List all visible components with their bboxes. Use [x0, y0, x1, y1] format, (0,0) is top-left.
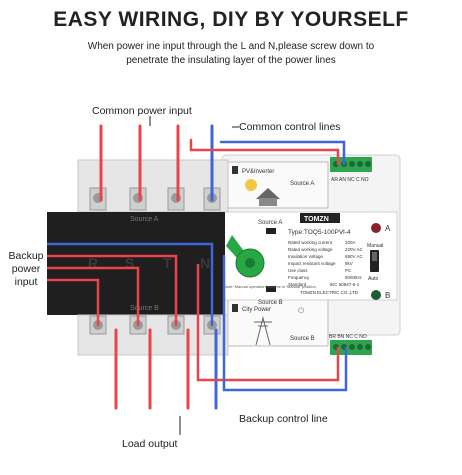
brand-name: TOMZN: [304, 216, 329, 223]
switch-source-b-label: Source B: [258, 300, 283, 306]
backup-control-neutral: [222, 254, 348, 392]
backup-live-wire-2: [46, 266, 140, 327]
indicator-a-label: A: [385, 224, 391, 233]
spec-label: Rated working current: [288, 240, 333, 245]
terminal-a-labels: AR AN NC C NO: [331, 177, 369, 183]
spec-label: Rated working voltage: [288, 247, 333, 252]
mode-toggle-knob[interactable]: [372, 252, 377, 261]
common-control-wires: [189, 138, 346, 166]
load-output-wires: [114, 328, 218, 410]
pv-panel-marker: [232, 166, 238, 174]
spec-value: 220V AC: [345, 247, 364, 252]
spec-value: 50/60Hz: [345, 275, 363, 280]
manufacturer: TOMZN ELECTRIC CO.,LTD: [300, 290, 359, 295]
backup-control-line-label: Backup control line: [239, 413, 328, 425]
rotary-switch-handle[interactable]: [226, 235, 265, 278]
pv-inverter-label: PV&Inverter: [242, 169, 274, 175]
source-b-window: [266, 286, 276, 292]
page-subtitle: When power ine input through the L and N…: [87, 41, 375, 66]
backup-control-live: [196, 263, 340, 382]
pole-letter: T: [163, 255, 172, 271]
spec-label: Use class: [288, 268, 308, 273]
backup-neutral-wire: [46, 242, 214, 327]
spec-label: Impact resistant voltage: [288, 261, 336, 266]
power-tower-icon: [254, 316, 272, 346]
pole-letter: S: [125, 255, 134, 271]
spec-value: IEC 60947-6-1: [330, 282, 360, 287]
backup-power-input-label: Backup power input: [8, 250, 44, 288]
city-power-panel: [227, 299, 329, 347]
module-source-b-label: Source B: [290, 336, 315, 342]
common-power-wires: [99, 124, 214, 202]
pole-letters: R S T N: [88, 255, 210, 271]
module-source-a-label: Source A: [290, 181, 314, 187]
spec-label: Frequency: [288, 275, 310, 280]
spec-label: Standard: [288, 282, 307, 287]
indicator-a-light: [371, 223, 381, 233]
spec-value: 690V AC: [345, 254, 364, 259]
terminal-a-screws: [333, 161, 371, 167]
city-panel-marker: [232, 304, 238, 312]
backup-live-wire-3: [46, 254, 178, 327]
main-switch-body: [47, 212, 225, 315]
pole-letter: R: [88, 255, 98, 271]
common-control-neutral: [219, 140, 346, 166]
brand-badge: [300, 213, 340, 223]
spec-value: 100A: [345, 240, 356, 245]
source-a-window: [266, 228, 276, 234]
page-title: EASY WIRING, DIY BY YOURSELF: [53, 8, 409, 31]
backup-power-wires: [46, 242, 214, 327]
city-power-label: City Power: [242, 307, 271, 313]
body-source-b-label: Source B: [130, 305, 159, 312]
terminal-b-labels: BR BN NC C NO: [329, 334, 367, 340]
manual-note: Note: Manual operation must be in 'Manua…: [224, 284, 316, 289]
backup-live-wire-1: [46, 278, 100, 327]
pole-letter: N: [200, 255, 210, 271]
spec-value: 8kV: [345, 261, 353, 266]
model-number: Type:TOQ5-100PⅥ-4: [288, 229, 351, 236]
spec-value: PC: [345, 268, 352, 273]
backup-control-wires: [196, 254, 348, 392]
load-output-label: Load output: [122, 438, 178, 450]
common-control-lines-label: Common control lines: [239, 121, 341, 133]
mode-manual-label: Manual: [367, 243, 383, 249]
mode-auto-label: Auto: [368, 276, 379, 282]
body-source-a-label: Source A: [130, 216, 159, 223]
common-power-input-label: Common power input: [92, 105, 192, 117]
sun-house-icon: [245, 179, 280, 206]
spec-label: Insulation voltage: [288, 254, 324, 259]
spec-table: Rated working current Rated working volt…: [288, 240, 364, 287]
indicator-b-label: B: [385, 291, 390, 300]
indicator-b-light: [371, 290, 381, 300]
power-symbol-icon: ⏻: [298, 306, 305, 315]
switch-source-a-label: Source A: [258, 220, 282, 226]
common-control-live: [189, 138, 340, 166]
